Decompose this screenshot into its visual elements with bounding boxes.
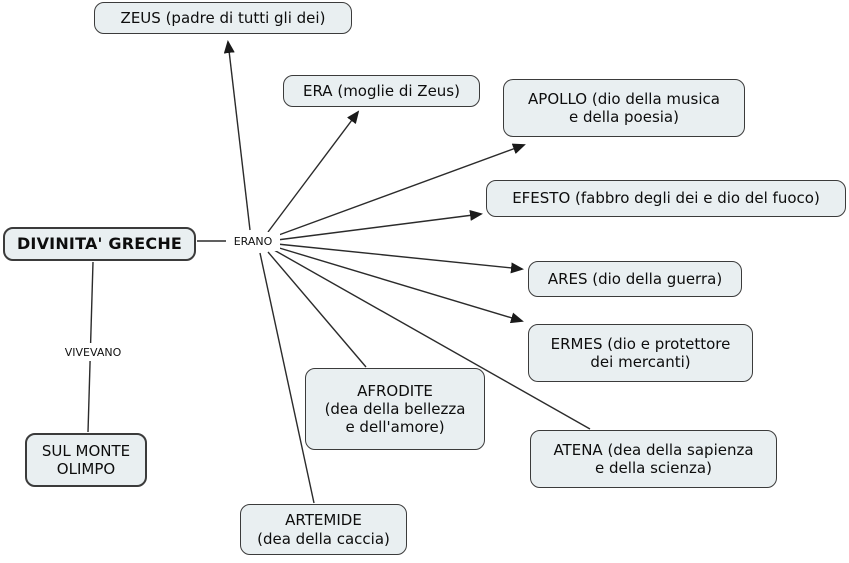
- link-erano-ares: [276, 243, 524, 274]
- node-ermes[interactable]: ERMES (dio e protettore dei mercanti): [528, 324, 753, 382]
- link-erano-era: [267, 110, 360, 233]
- link-label-erano[interactable]: ERANO: [226, 232, 280, 251]
- node-ares[interactable]: ARES (dio della guerra): [528, 261, 742, 297]
- node-era[interactable]: ERA (moglie di Zeus): [283, 75, 480, 107]
- node-sul-monte-olimpo[interactable]: SUL MONTE OLIMPO: [25, 433, 147, 487]
- link-erano-zeus: [223, 40, 251, 231]
- link-erano-afrodite: [267, 251, 367, 368]
- link-erano-ermes: [275, 246, 524, 324]
- link-erano-artemide: [259, 252, 315, 504]
- node-divinita-greche[interactable]: DIVINITA' GRECHE: [3, 227, 196, 261]
- link-erano-atena: [273, 249, 591, 430]
- link-erano-apollo: [275, 143, 526, 237]
- link-erano-efesto: [276, 209, 483, 241]
- node-atena[interactable]: ATENA (dea della sapienza e della scienz…: [530, 430, 777, 488]
- node-efesto[interactable]: EFESTO (fabbro degli dei e dio del fuoco…: [486, 180, 846, 217]
- node-apollo[interactable]: APOLLO (dio della musica e della poesia): [503, 79, 745, 137]
- node-artemide[interactable]: ARTEMIDE (dea della caccia): [240, 504, 407, 555]
- node-zeus[interactable]: ZEUS (padre di tutti gli dei): [94, 2, 352, 34]
- link-label-vivevano[interactable]: VIVEVANO: [56, 343, 130, 361]
- node-afrodite[interactable]: AFRODITE (dea della bellezza e dell'amor…: [305, 368, 485, 450]
